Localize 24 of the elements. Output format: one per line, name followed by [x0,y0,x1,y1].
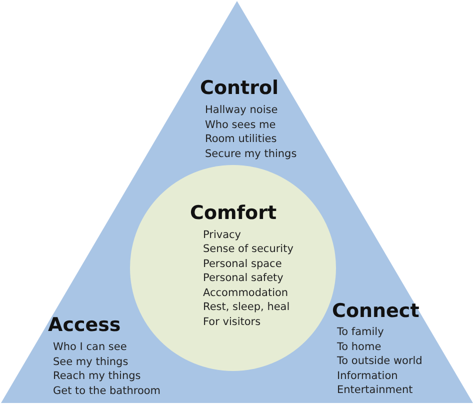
heading: Comfort [190,202,277,224]
heading: Access [48,314,121,336]
list-item: To outside world [337,354,422,368]
list-item: Reach my things [53,369,141,383]
list-item: For visitors [203,314,261,328]
list-item: Get to the bathroom [53,384,161,398]
list-item: To home [337,340,382,354]
list-item: Who I can see [53,340,127,354]
list-item: Personal safety [203,271,284,285]
list-item: See my things [53,354,128,368]
heading: Control [200,77,279,99]
list-item: Entertainment [337,383,413,397]
list-item: Rest, sleep, heal [203,300,290,314]
list-item: Sense of security [203,242,294,256]
list-item: Accommodation [203,286,288,300]
list-item: Information [337,368,398,382]
list-item: Personal space [203,256,282,270]
list-item: To family [337,325,384,339]
list-item: Room utilities [205,132,277,146]
list-item: Privacy [203,228,242,242]
heading: Connect [332,300,420,322]
list-item: Who sees me [205,118,276,132]
list-item: Hallway noise [205,103,278,117]
list-item: Secure my things [205,146,297,160]
